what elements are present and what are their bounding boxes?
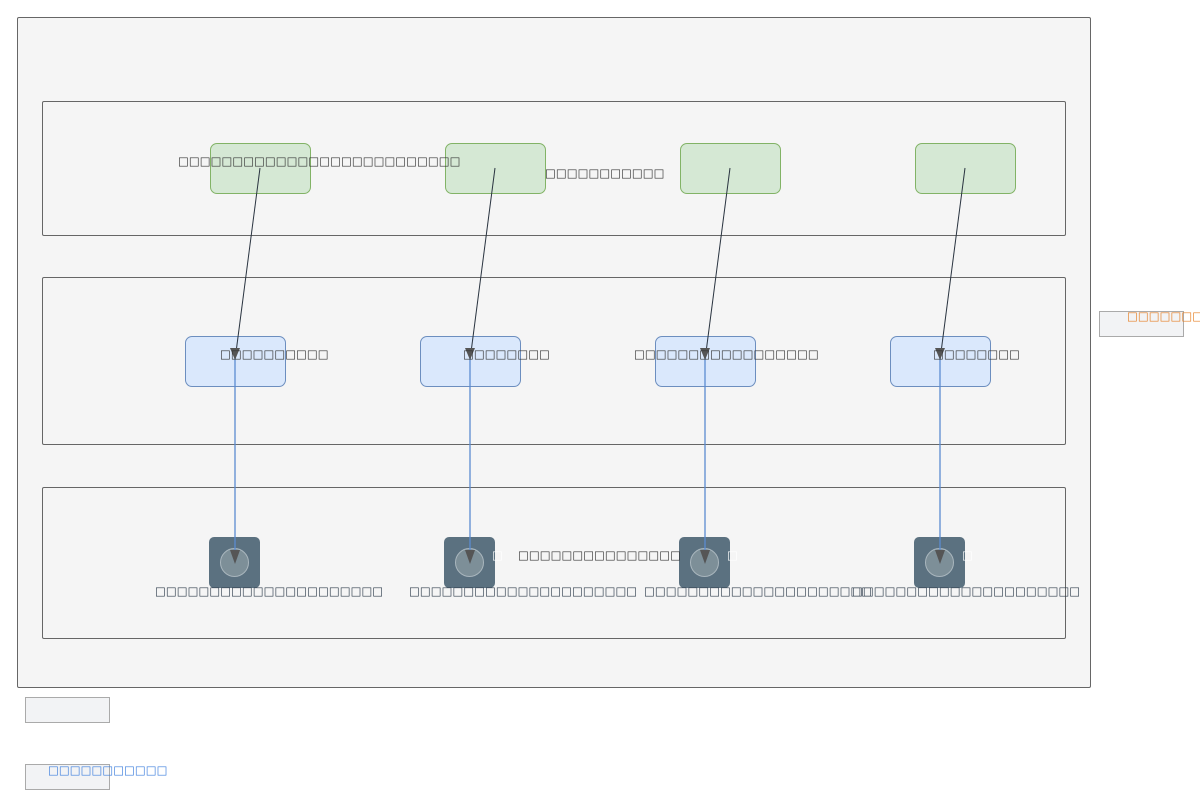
- mid-label-3: □□□□□□□□□□□□□□□□□: [634, 347, 819, 361]
- mid-label-2: □□□□□□□□: [463, 347, 550, 361]
- green-node-4[interactable]: [915, 143, 1016, 194]
- bottom-inline-label: □□□□□□□□□□□□□□□: [518, 548, 681, 562]
- node-mark-4: □: [962, 548, 973, 562]
- node-mark-3: □: [727, 548, 738, 562]
- edge-top-4: [939, 167, 966, 361]
- green-node-3[interactable]: [680, 143, 781, 194]
- edge-top-3: [704, 167, 731, 361]
- legend-blue-label: □□□□□□□□□□□: [48, 763, 168, 777]
- legend-box-right: [1099, 311, 1184, 337]
- green-node-1[interactable]: [210, 143, 311, 194]
- top-label-2: □□□□□□□□□□□: [545, 166, 665, 180]
- bottom-label-3: □□□□□□□□□□□□□□□□□□□□□: [644, 584, 873, 598]
- mid-label-4: □□□□□□□□: [933, 347, 1020, 361]
- bottom-label-1: □□□□□□□□□□□□□□□□□□□□□: [155, 584, 384, 598]
- legend-orange-label: □□□□□□□□□: [1127, 309, 1200, 323]
- green-node-2[interactable]: [445, 143, 546, 194]
- node-mark-2: □: [492, 548, 503, 562]
- bottom-label-2: □□□□□□□□□□□□□□□□□□□□□: [409, 584, 638, 598]
- top-label-1: □□□□□□□□□□□□□□□□□□□□□□□□□□: [178, 154, 461, 168]
- legend-box-1: [25, 697, 110, 723]
- edge-top-1: [234, 167, 261, 361]
- bottom-label-4: □□□□□□□□□□□□□□□□□□□□□: [852, 584, 1081, 598]
- legend-box-2: [25, 764, 110, 790]
- mid-label-1: □□□□□□□□□□: [220, 347, 329, 361]
- edge-top-2: [469, 167, 496, 361]
